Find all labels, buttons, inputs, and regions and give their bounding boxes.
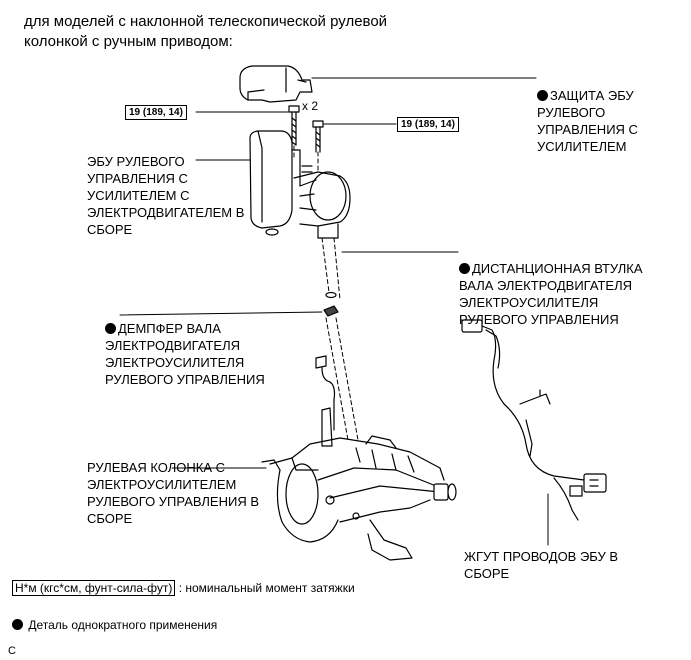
label-ecu-assembly: ЭБУ РУЛЕВОГО УПРАВЛЕНИЯ С УСИЛИТЕЛЕМ С Э… [87,154,245,237]
leader-lines [119,77,549,546]
bolts-drawing [288,105,324,153]
spacer-damper-drawing [323,291,339,317]
torque-legend: Н*м (кгс*см, фунт-сила-фут) : номинальны… [12,580,355,596]
torque-legend-text: : номинальный момент затяжки [178,581,355,595]
single-use-marker-icon [12,619,23,630]
figure-code: C [8,645,16,657]
label-wire-harness: ЖГУТ ПРОВОДОВ ЭБУ В СБОРЕ [464,549,619,581]
torque-spec-right: 19 (189, 14) [397,117,459,132]
single-use-marker-icon [537,90,548,101]
ecu-protector-drawing [239,65,313,103]
single-use-legend-text: Деталь однократного применения [28,618,218,632]
single-use-marker-icon [459,263,470,274]
wire-harness-drawing [461,319,607,521]
single-use-legend: Деталь однократного применения [12,617,217,633]
label-ecu-protector: ЗАЩИТА ЭБУ РУЛЕВОГО УПРАВЛЕНИЯ С УСИЛИТЕ… [537,88,638,154]
torque-legend-box: Н*м (кгс*см, фунт-сила-фут) [12,580,176,596]
steering-column-drawing [261,355,457,561]
torque-spec-left: 19 (189, 14) [125,105,187,120]
axis-lines-drawing [293,145,359,441]
ecu-assembly-drawing [249,130,351,239]
bolt-quantity: x 2 [302,99,319,113]
label-column-assembly: РУЛЕВАЯ КОЛОНКА С ЭЛЕКТРОУСИЛИТЕЛЕМ РУЛЕ… [87,460,260,526]
single-use-marker-icon [105,323,116,334]
label-shaft-spacer: ДИСТАНЦИОННАЯ ВТУЛКА ВАЛА ЭЛЕКТРОДВИГАТЕ… [459,261,643,327]
label-shaft-damper: ДЕМПФЕР ВАЛА ЭЛЕКТРОДВИГАТЕЛЯ ЭЛЕКТРОУСИ… [105,321,265,387]
diagram-title: для моделей с наклонной телескопической … [24,13,388,50]
